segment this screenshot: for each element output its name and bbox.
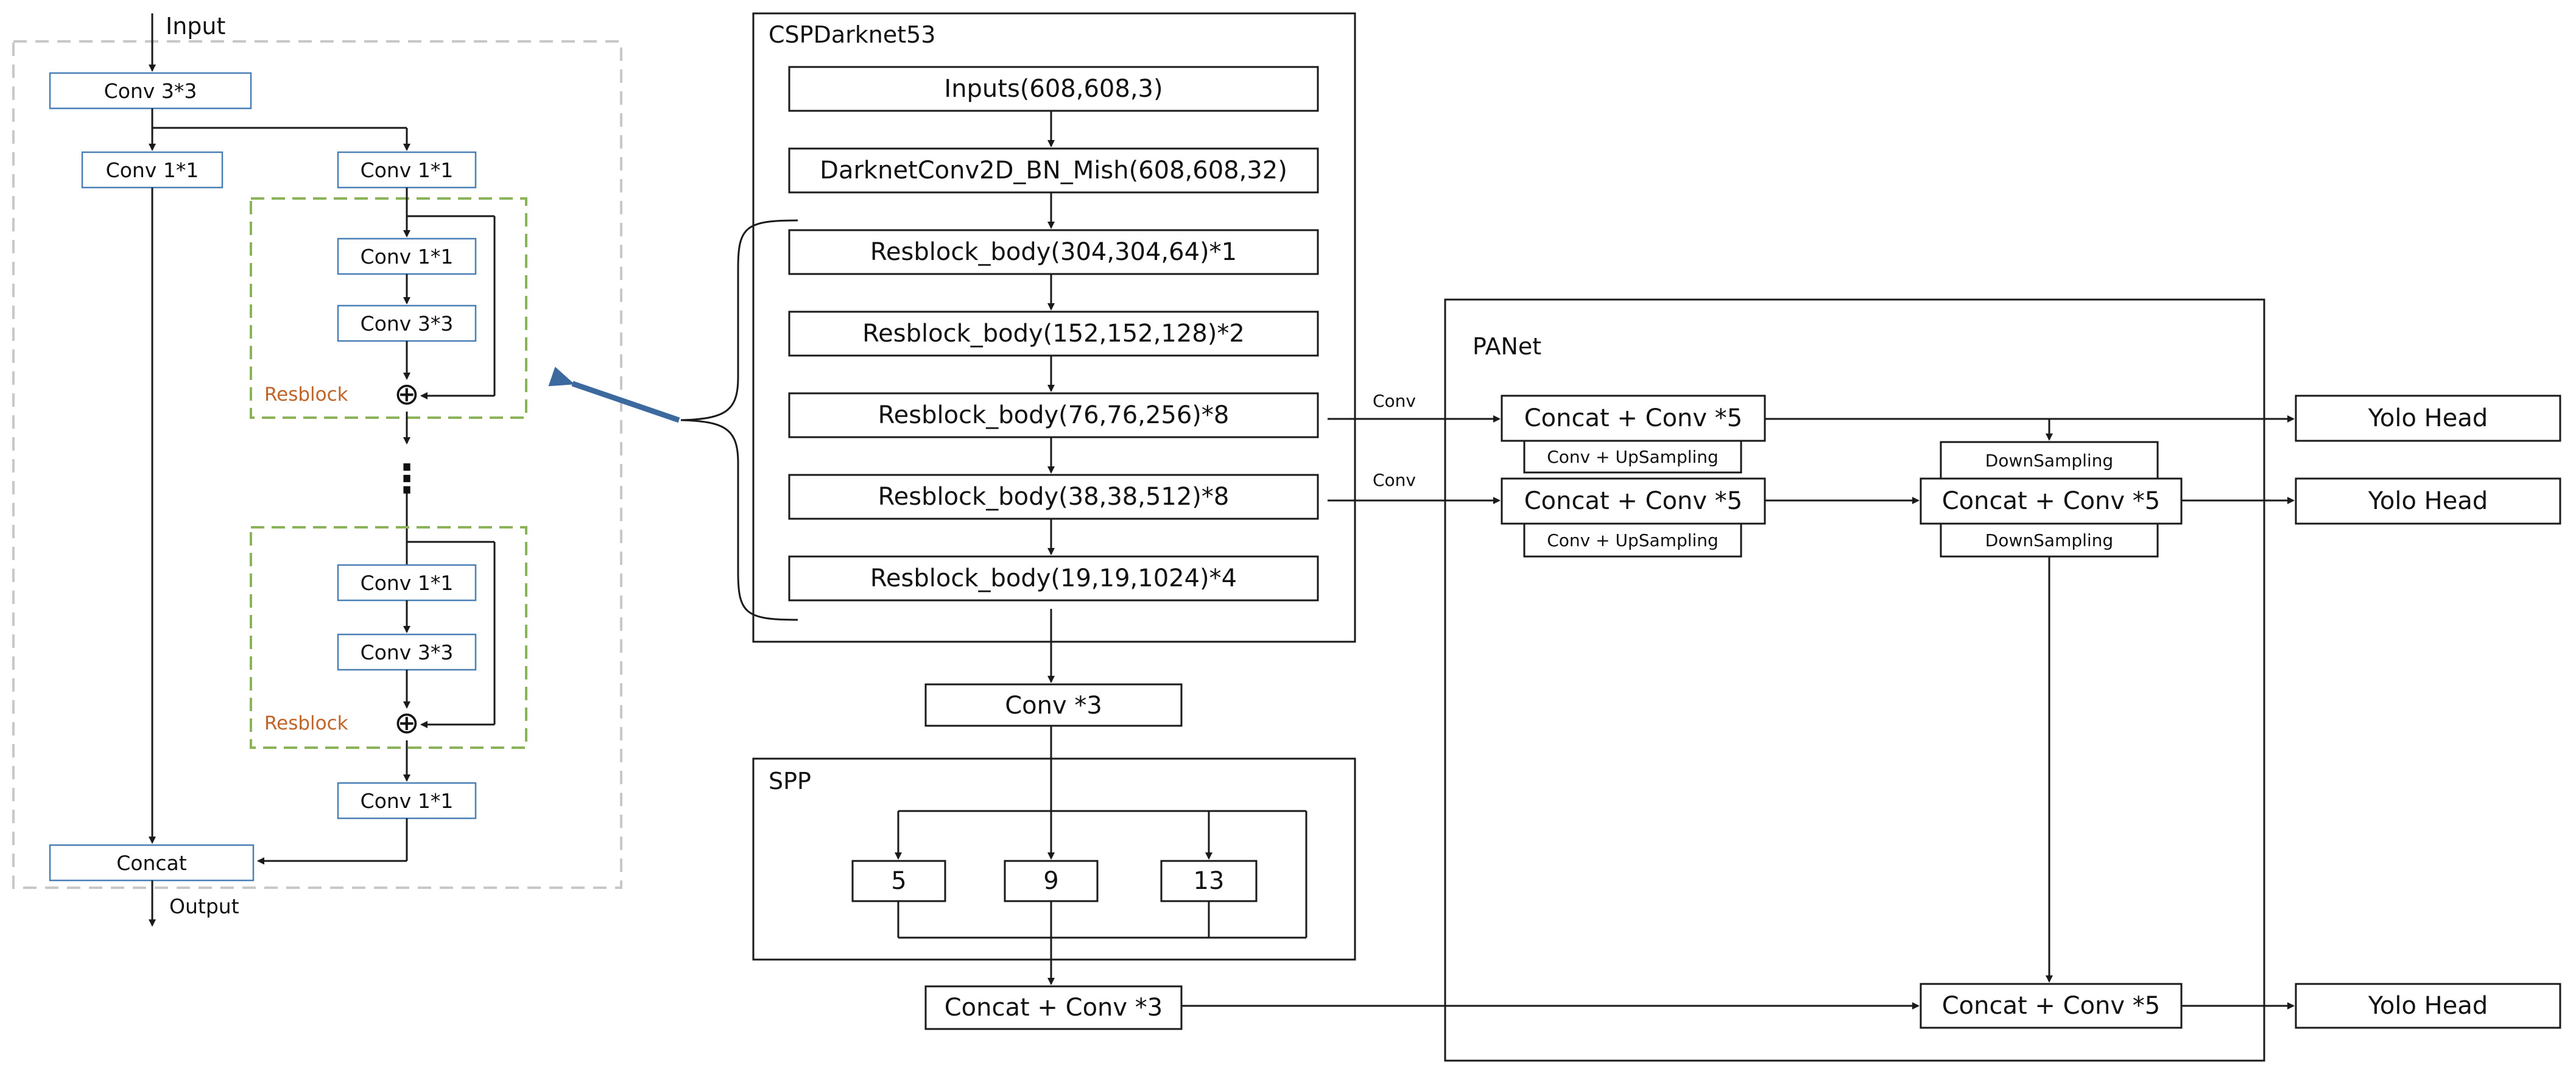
backbone-block-7-label: Resblock_body(19,19,1024)*4 [870,564,1237,592]
pan-concat-4-label: Concat + Conv *5 [1942,992,2160,1020]
backbone-block-5-label: Resblock_body(76,76,256)*8 [878,401,1230,429]
upsample-2-label: Conv + UpSampling [1547,530,1719,550]
resblock-b-add-icon: ⊕ [394,705,420,740]
pool-5-label: 5 [891,867,906,895]
neck: Conv *3 SPP 5 9 13 Concat + Conv *3 [752,609,1356,1030]
conv1x1-right-label: Conv 1*1 [361,158,454,182]
backbone-block-3 [788,229,1319,275]
cspdarknet53-panel: CSPDarknet53 [752,12,1356,643]
resblock-a-conv3-label: Conv 3*3 [361,312,454,335]
conv1x1-left-label: Conv 1*1 [106,158,199,182]
backbone-block-2 [788,147,1319,194]
yolo-head-2-box [2295,477,2561,525]
panet-frame [1444,298,2265,1062]
resblock-a-conv1-box [337,237,477,275]
yolo-head-3-label: Yolo Head [2368,992,2488,1020]
resblock-a-outline [250,197,527,419]
yolo-head-3-box [2295,983,2561,1029]
input-label: Input [166,13,225,40]
backbone-block-3-label: Resblock_body(304,304,64)*1 [870,238,1237,266]
pan-concat-3-label: Concat + Conv *5 [1942,487,2160,515]
csp-detail-outline [12,40,622,889]
downsample-top-box [1940,441,2159,480]
concat-conv3-label: Concat + Conv *3 [945,994,1163,1022]
panet-title: PANet [1473,333,1541,360]
yolo-head-2-label: Yolo Head [2368,487,2488,515]
pool-5-box [851,860,946,902]
resblock-a-label: Resblock [264,384,348,406]
backbone-block-7 [788,555,1319,602]
conv1x1-right-box [337,151,477,189]
cspdarknet53-title: CSPDarknet53 [769,21,935,48]
resblock-b-conv1-label: Conv 1*1 [361,571,454,595]
yolo-head-1-label: Yolo Head [2368,404,2488,432]
downsample-bottom-label: DownSampling [1985,530,2113,550]
conv3-label: Conv *3 [1005,692,1102,720]
yolo-heads: Yolo Head Yolo Head Yolo Head [2295,395,2561,1029]
conv1x1-bottom-box [337,782,477,820]
backbone-block-4-label: Resblock_body(152,152,128)*2 [862,320,1245,348]
resblock-b-conv1-box [337,564,477,602]
concat-conv3-box [924,985,1183,1030]
csp-detail-panel: Input Conv 3*3 Conv 1*1 Conv 1*1 Conv 1*… [12,13,622,927]
upsample-1-label: Conv + UpSampling [1547,447,1719,467]
downsample-top-label: DownSampling [1985,451,2113,471]
resblock-a-conv1-label: Conv 1*1 [361,245,454,269]
conv1x1-bottom-label: Conv 1*1 [361,789,454,813]
upsample-2-box [1523,522,1742,558]
resblock-b-conv3-box [337,633,477,671]
backbone-block-1 [788,66,1319,112]
panet-panel: PANet Conv Conv Concat + Conv *5 Conv + … [1181,298,2295,1062]
resblock-b-outline [250,526,527,749]
resblock-a-add-icon: ⊕ [394,376,420,412]
backbone-block-2-label: DarknetConv2D_BN_Mish(608,608,32) [820,156,1287,184]
pool-13-box [1160,860,1258,902]
upsample-1-box [1523,440,1742,474]
backbone-blocks: Inputs(608,608,3) DarknetConv2D_BN_Mish(6… [788,66,1319,602]
backbone-block-6-label: Resblock_body(38,38,512)*8 [878,483,1230,511]
pan-concat-1-label: Concat + Conv *5 [1524,404,1742,432]
pool-9-box [1004,860,1099,902]
resblock-b-conv3-label: Conv 3*3 [361,641,454,664]
spp-frame [752,757,1356,961]
concat-box [49,844,255,882]
conv-lateral-label-2: Conv [1373,470,1416,490]
backbone-block-5 [788,392,1319,438]
concat-label: Concat [116,851,187,875]
cspdarknet53-frame [752,12,1356,643]
backbone-block-1-label: Inputs(608,608,3) [944,75,1163,103]
conv3-box [924,683,1183,727]
pool-9-label: 9 [1043,867,1058,895]
pool-13-label: 13 [1194,867,1225,895]
conv3x3-top-box [49,72,252,110]
pan-concat-3-box [1920,477,2183,525]
output-label: Output [169,894,239,918]
backbone-block-4 [788,311,1319,357]
resblock-b-label: Resblock [264,712,348,734]
conv1x1-left-box [81,151,223,189]
spp-title: SPP [769,768,811,795]
resblock-brace [680,219,798,621]
backbone-block-6 [788,474,1319,520]
conv3x3-top-label: Conv 3*3 [104,79,197,103]
conv-lateral-label-1: Conv [1373,391,1416,411]
detail-pointer-arrow [548,367,680,423]
yolo-head-1-box [2295,395,2561,442]
pan-concat-2-label: Concat + Conv *5 [1524,487,1742,515]
